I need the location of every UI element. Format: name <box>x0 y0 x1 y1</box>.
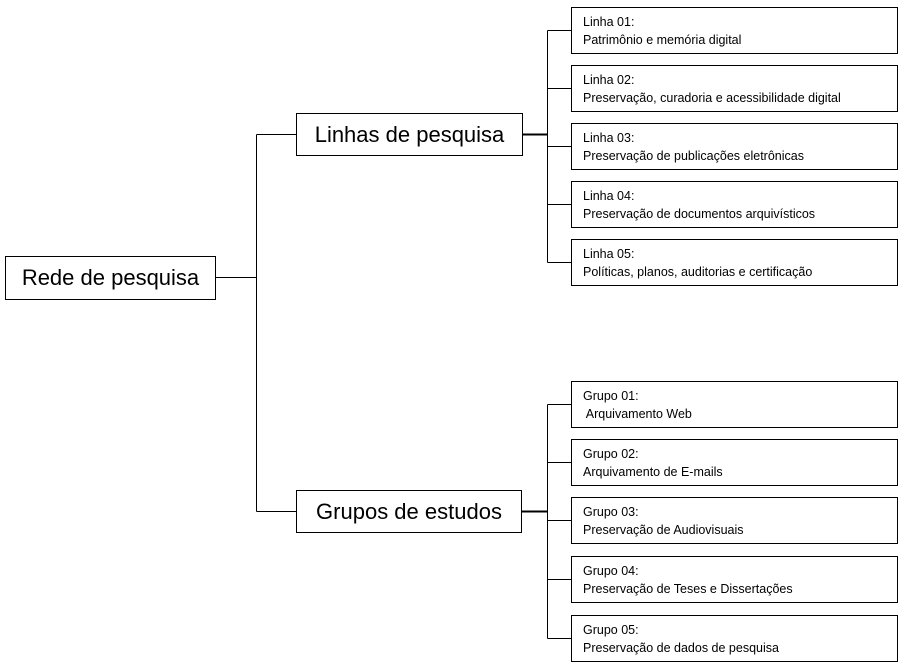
leaf-title: Linha 02: <box>583 73 635 87</box>
linha-03-box: Linha 03: Preservação de publicações ele… <box>571 123 898 170</box>
grupo-04-box: Grupo 04: Preservação de Teses e Dissert… <box>571 556 898 603</box>
leaf-title: Grupo 03: <box>583 505 639 519</box>
leaf-title: Grupo 02: <box>583 447 639 461</box>
leaf-description: Preservação de Teses e Dissertações <box>583 582 793 596</box>
leaf-title: Grupo 04: <box>583 564 639 578</box>
linha-04-box: Linha 04: Preservação de documentos arqu… <box>571 181 898 228</box>
linha-02-box: Linha 02: Preservação, curadoria e acess… <box>571 65 898 112</box>
leaf-title: Linha 04: <box>583 189 635 203</box>
leaf-description: Preservação de publicações eletrônicas <box>583 149 804 163</box>
root-label: Rede de pesquisa <box>21 265 200 290</box>
grupo-01-box: Grupo 01: Arquivamento Web <box>571 381 898 428</box>
linha-05-box: Linha 05: Políticas, planos, auditorias … <box>571 239 898 286</box>
root-node: Rede de pesquisa <box>5 256 216 300</box>
leaf-description: Preservação de dados de pesquisa <box>583 641 779 655</box>
leaf-title: Grupo 05: <box>583 623 639 637</box>
branch-linhas-de-pesquisa: Linhas de pesquisa <box>296 113 523 156</box>
branch-grupos-de-estudos: Grupos de estudos <box>296 490 522 533</box>
leaf-description: Preservação de Audiovisuais <box>583 523 744 537</box>
branch-label: Linhas de pesquisa <box>314 121 505 147</box>
grupo-02-box: Grupo 02: Arquivamento de E-mails <box>571 439 898 486</box>
leaf-description: Arquivamento de E-mails <box>583 465 723 479</box>
leaf-title: Linha 03: <box>583 131 635 145</box>
linha-01-box: Linha 01: Patrimônio e memória digital <box>571 7 898 54</box>
grupo-03-box: Grupo 03: Preservação de Audiovisuais <box>571 497 898 544</box>
leaf-description: Arquivamento Web <box>583 407 692 421</box>
leaf-description: Patrimônio e memória digital <box>583 33 742 47</box>
leaf-description: Preservação, curadoria e acessibilidade … <box>583 91 841 105</box>
leaf-description: Políticas, planos, auditorias e certific… <box>583 265 813 279</box>
grupo-05-box: Grupo 05: Preservação de dados de pesqui… <box>571 615 898 662</box>
leaf-title: Linha 05: <box>583 247 635 261</box>
leaf-description: Preservação de documentos arquivísticos <box>583 207 816 221</box>
leaf-title: Linha 01: <box>583 15 635 29</box>
leaf-title: Grupo 01: <box>583 389 639 403</box>
branch-label: Grupos de estudos <box>316 498 502 524</box>
